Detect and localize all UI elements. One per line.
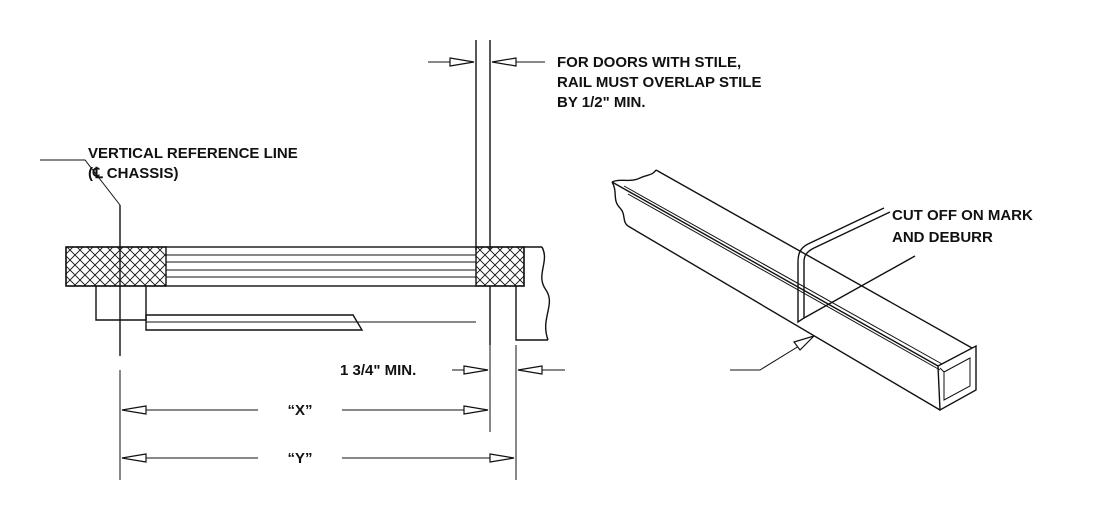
tube-top-front-edge	[611, 181, 939, 367]
chassis-bracket	[95, 286, 147, 321]
arrow-icon	[793, 335, 815, 351]
arrow-icon	[463, 405, 489, 415]
min-dimension-label: 1 3/4" MIN.	[340, 362, 416, 379]
chassis-plate	[145, 314, 364, 331]
door-edge-bottom	[515, 286, 548, 341]
door-break-line	[541, 246, 551, 341]
reference-leader-line	[40, 159, 121, 206]
tube-bottom-edge	[627, 225, 941, 411]
arrow-icon	[449, 57, 475, 67]
reference-label-line2: (℄ CHASSIS)	[88, 165, 178, 182]
rail-section-drawing	[40, 40, 565, 480]
tube-lip-line	[627, 193, 941, 371]
arrow-icon	[463, 365, 489, 375]
tube-end-face	[937, 344, 977, 412]
cut-leader-line	[730, 337, 813, 371]
tube-end-opening	[943, 357, 971, 401]
arrow-icon	[121, 405, 147, 415]
cut-note-line2: AND DEBURR	[892, 229, 993, 246]
dimension-y-label: “Y”	[287, 450, 312, 467]
arrow-icon	[121, 453, 147, 463]
hatched-block-left	[65, 246, 167, 287]
square-tube-drawing	[611, 169, 977, 412]
tube-break-top	[611, 169, 657, 183]
reference-label-line1: VERTICAL REFERENCE LINE	[88, 145, 298, 162]
arrow-icon	[517, 365, 543, 375]
cut-note-line1: CUT OFF ON MARK	[892, 207, 1033, 224]
cut-mark-guide	[797, 207, 891, 324]
tube-top-back-edge	[655, 169, 973, 349]
tube-end-lip	[939, 367, 945, 373]
hatched-block-right	[475, 246, 525, 287]
stile-note-line2: RAIL MUST OVERLAP STILE	[557, 74, 761, 91]
stile-note-line1: FOR DOORS WITH STILE,	[557, 54, 741, 71]
tube-lip-line	[623, 185, 943, 365]
tube-break-left	[611, 181, 629, 227]
arrow-icon	[489, 453, 515, 463]
dimension-x-label: “X”	[287, 402, 312, 419]
arrow-icon	[491, 57, 517, 67]
stile-note-line3: BY 1/2" MIN.	[557, 94, 646, 111]
cut-mark-line	[803, 255, 916, 319]
